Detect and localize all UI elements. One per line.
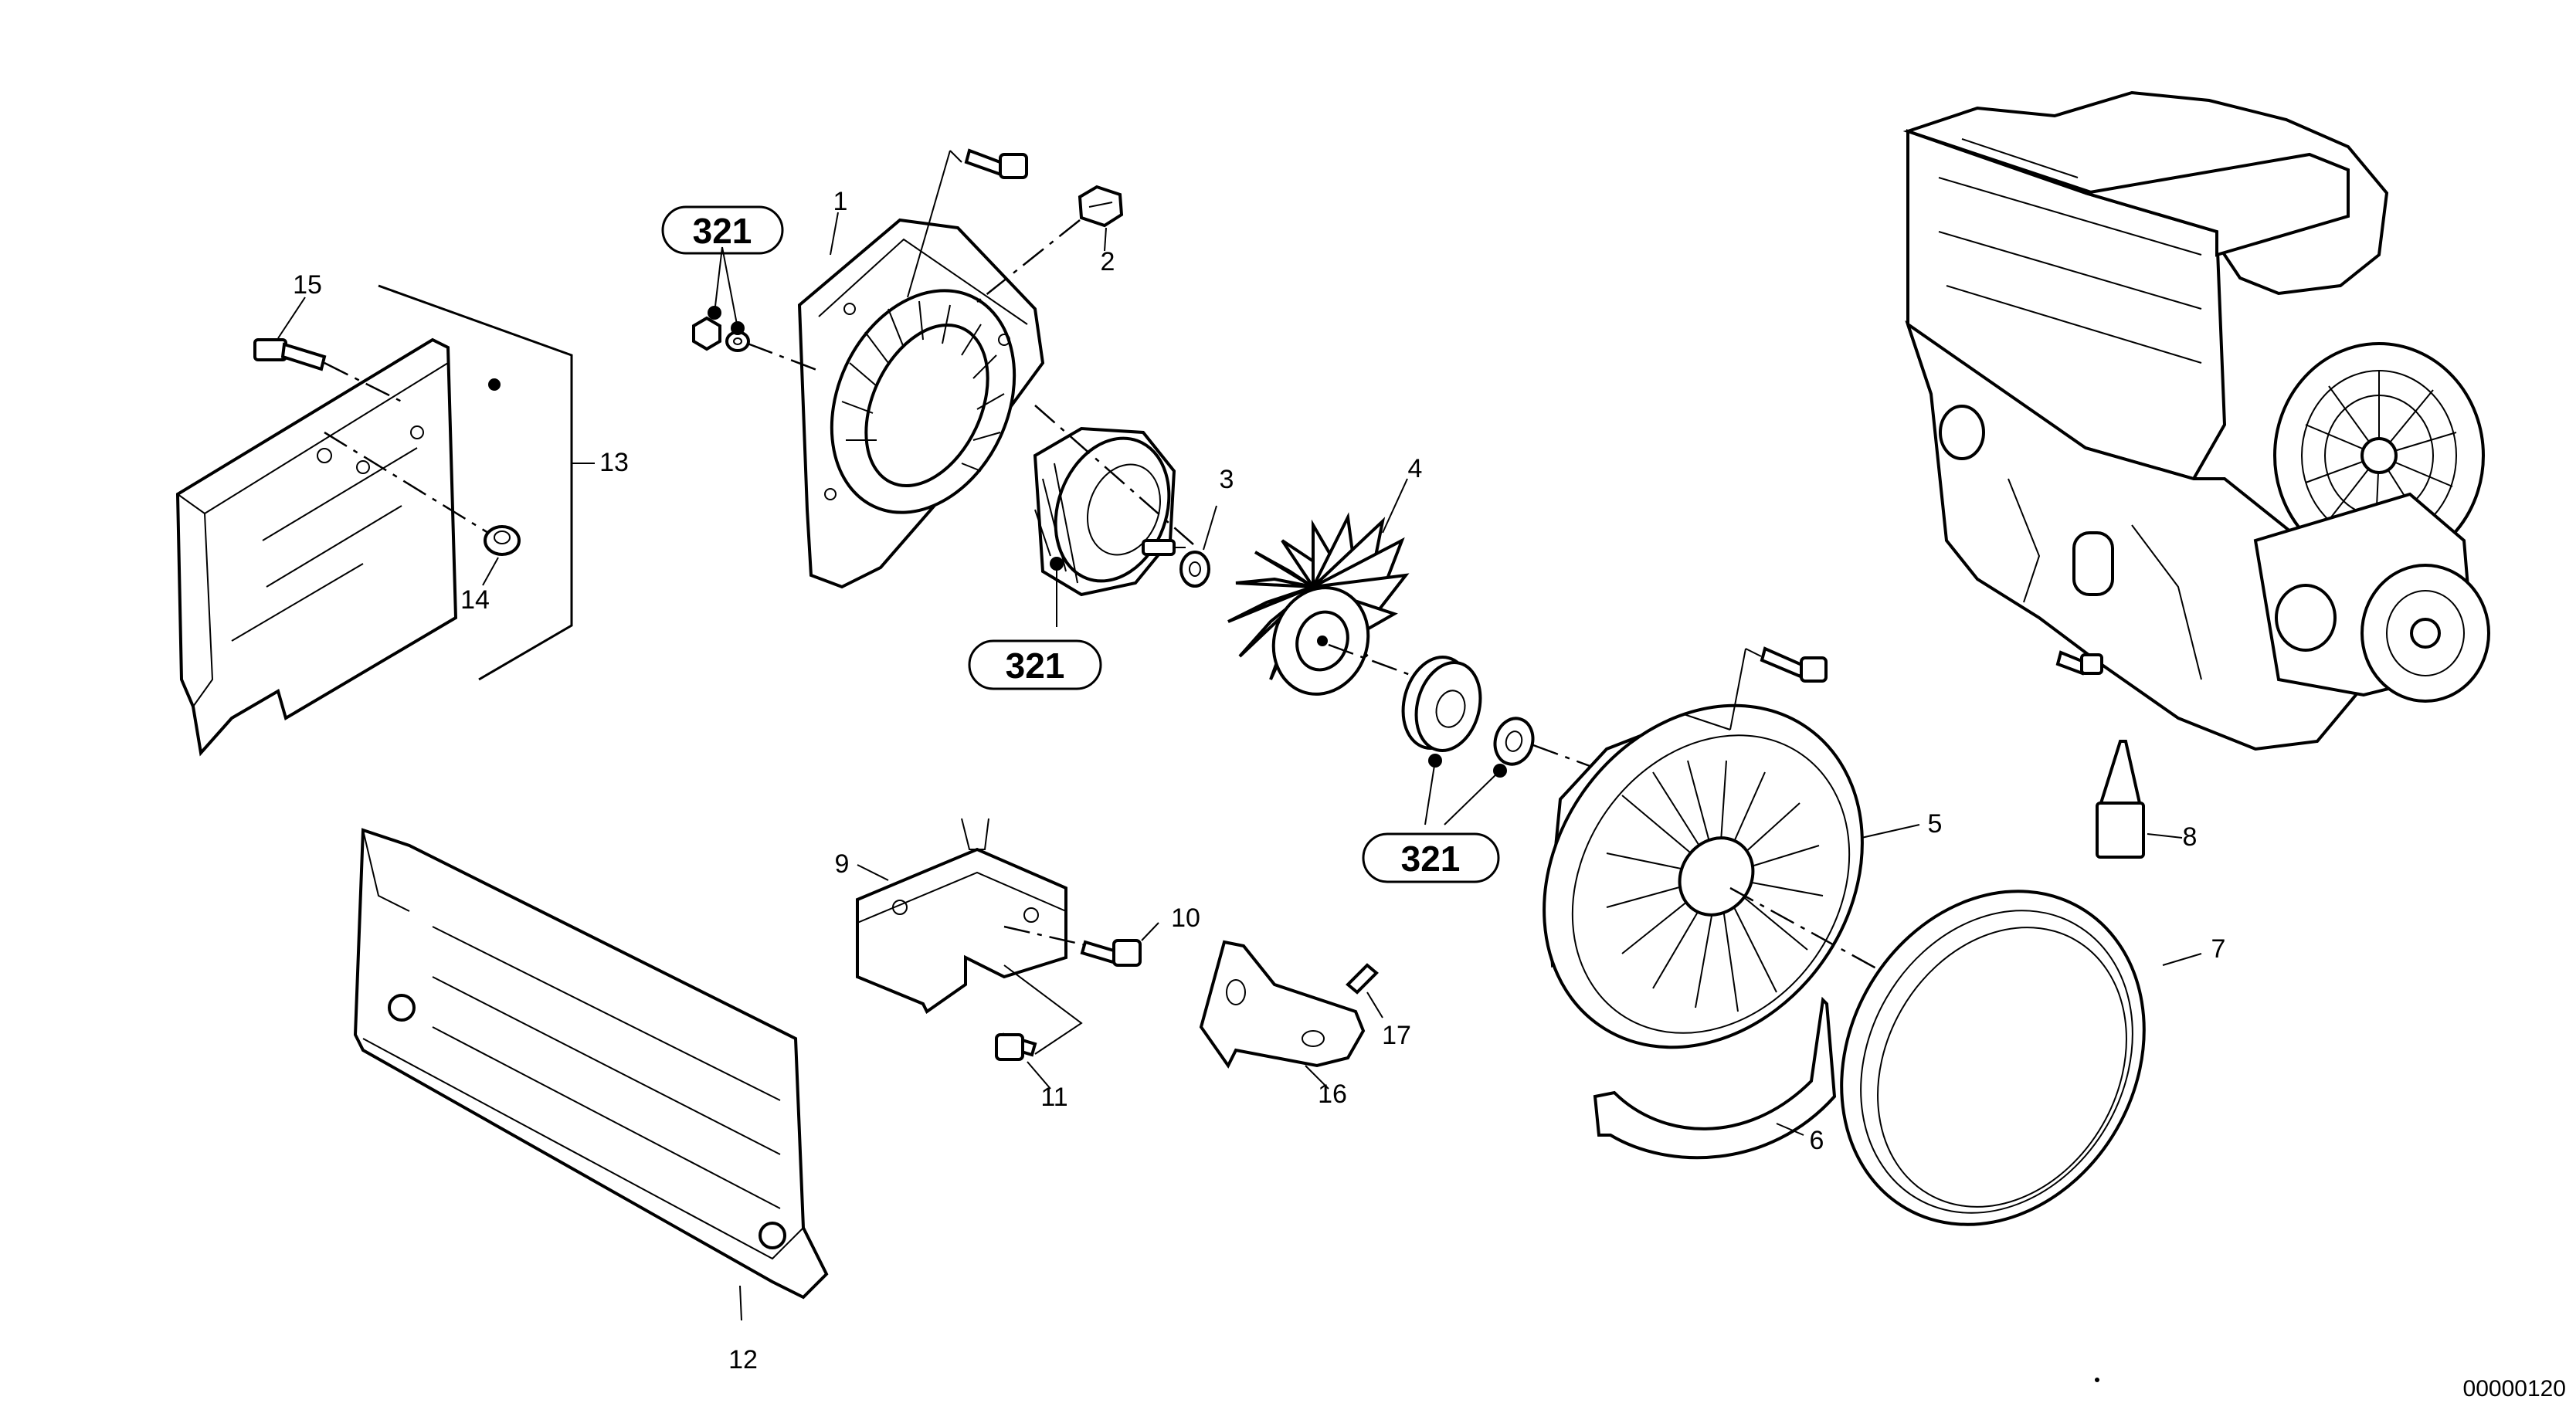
guard-bolt <box>1683 646 1828 730</box>
cover-plate-12 <box>353 828 829 1321</box>
callout-7: 7 <box>2211 934 2226 964</box>
belt-7 <box>1840 890 2202 1226</box>
bolt-10 <box>1080 922 1159 967</box>
callout-3: 3 <box>1220 465 1234 494</box>
bracket-13 <box>175 284 573 757</box>
callout-14: 14 <box>460 585 490 615</box>
reference-321-middle: 321 <box>968 639 1102 690</box>
ref-label: 321 <box>1401 839 1461 879</box>
callout-9: 9 <box>835 849 850 879</box>
pulley <box>1401 656 1482 825</box>
callout-12: 12 <box>728 1345 758 1374</box>
callout-4: 4 <box>1408 454 1423 483</box>
drawing-code: 00000120 <box>2463 1376 2566 1402</box>
callout-10: 10 <box>1171 903 1200 933</box>
pin-17 <box>1346 963 1383 1019</box>
callout-16: 16 <box>1318 1080 1347 1109</box>
washer-3 <box>1179 505 1217 588</box>
callout-13: 13 <box>599 448 629 477</box>
strap-6 <box>1593 996 1837 1160</box>
impeller-4 <box>1227 478 1476 700</box>
nut-washer-set <box>692 246 820 372</box>
bearing <box>1444 717 1607 825</box>
fan-housing-1 <box>797 212 1045 589</box>
bolt-11 <box>995 1032 1051 1090</box>
callout-6: 6 <box>1810 1126 1824 1155</box>
callout-1: 1 <box>833 187 848 216</box>
sealant-tube-8 <box>2096 740 2183 859</box>
callout-5: 5 <box>1928 809 1943 839</box>
housing-bolt <box>907 148 1028 298</box>
callout-11: 11 <box>1040 1083 1067 1112</box>
callout-8: 8 <box>2183 822 2198 852</box>
reference-321-top: 321 <box>661 205 784 255</box>
alternator <box>1033 405 1194 627</box>
nut-14 <box>324 431 521 586</box>
reference-321-bottom: 321 <box>1362 832 1500 883</box>
dot-mark <box>2095 1378 2099 1382</box>
callout-15: 15 <box>293 270 322 300</box>
bolt-15 <box>253 297 402 403</box>
fan-guard-5 <box>1543 703 2040 1059</box>
callout-17: 17 <box>1382 1021 1411 1050</box>
plate-16 <box>1199 940 1366 1090</box>
clip-2 <box>972 185 1124 306</box>
ref-label: 321 <box>1006 646 1065 686</box>
bracket-9 <box>856 818 1090 1055</box>
engine-assembly <box>1902 90 2490 751</box>
callout-2: 2 <box>1101 247 1115 276</box>
ref-label: 321 <box>693 211 752 251</box>
